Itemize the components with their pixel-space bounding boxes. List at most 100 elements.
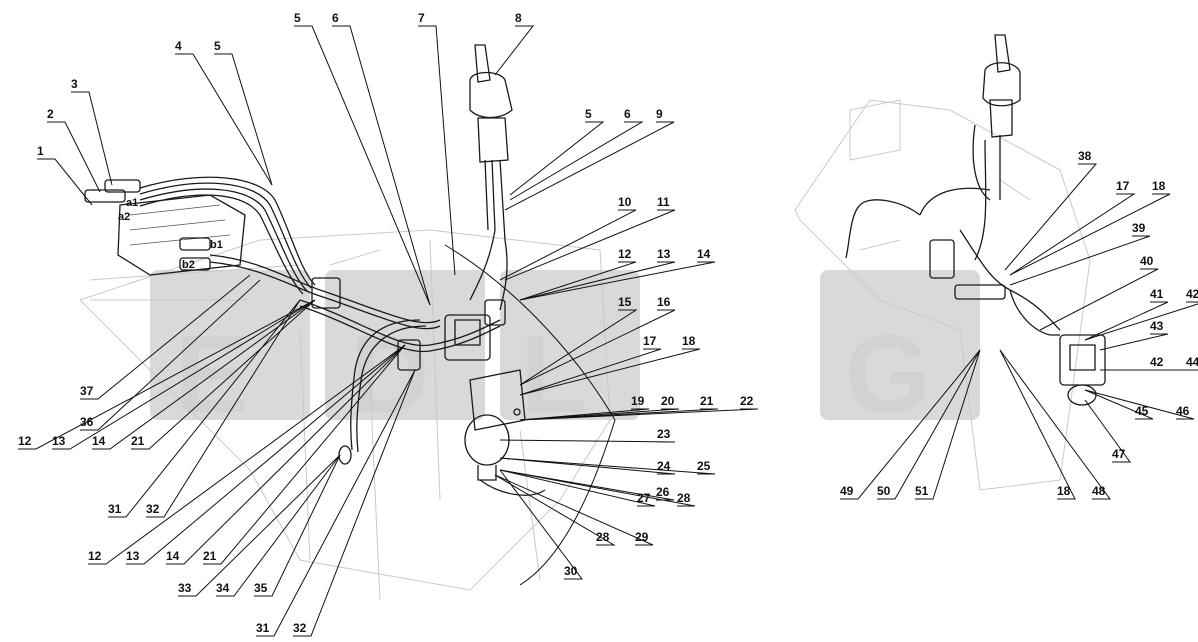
callout-leader xyxy=(499,439,676,443)
callout-number: 47 xyxy=(1112,447,1126,461)
callout-number: 12 xyxy=(18,434,32,448)
callout-number: 18 xyxy=(1152,179,1166,193)
port-label-b1: b1 xyxy=(210,239,223,251)
callout-leader xyxy=(519,261,716,301)
callout-leader xyxy=(915,349,981,500)
callout-leader xyxy=(214,53,273,186)
callout-number: 16 xyxy=(657,295,671,309)
callout-leader xyxy=(175,53,273,186)
callout-leader xyxy=(1084,301,1169,341)
callout-number: 9 xyxy=(656,107,663,121)
callout-number: 14 xyxy=(166,549,180,563)
callout-number: 42 xyxy=(1150,355,1164,369)
callout-number: 33 xyxy=(178,581,192,595)
hose-bundle-lower xyxy=(209,254,501,353)
callout-leader xyxy=(108,299,301,518)
left-frame-outline xyxy=(79,229,611,601)
callout-number: 2 xyxy=(47,107,54,121)
callout-number: 46 xyxy=(1176,404,1190,418)
callout-leader xyxy=(80,279,261,431)
callout-number: 18 xyxy=(1057,484,1071,498)
callout-leader xyxy=(1084,301,1198,341)
callout-leader xyxy=(126,344,406,565)
callout-number: 29 xyxy=(635,530,649,544)
callout-leader xyxy=(1004,163,1098,271)
callout-number: 13 xyxy=(126,549,140,563)
callout-number: 8 xyxy=(515,11,522,25)
callout-leader xyxy=(999,349,1076,500)
callout-leader xyxy=(1099,333,1169,351)
callout-leader xyxy=(332,25,431,306)
callout-leader xyxy=(254,454,341,597)
callout-number: 21 xyxy=(203,549,217,563)
callout-number: 23 xyxy=(657,427,671,441)
callout-leader xyxy=(1084,399,1131,463)
callout-number: 50 xyxy=(877,484,891,498)
callout-number: 39 xyxy=(1132,221,1146,235)
callout-number: 17 xyxy=(643,334,657,348)
joystick-left xyxy=(469,44,513,311)
callout-number: 37 xyxy=(80,384,94,398)
callout-number: 10 xyxy=(618,195,632,209)
callout-number: 14 xyxy=(92,434,106,448)
hose-clamp-left xyxy=(311,277,421,371)
callout-leader xyxy=(519,348,701,396)
callout-number: 49 xyxy=(840,484,854,498)
callout-leader xyxy=(499,469,656,507)
callout-leader xyxy=(1009,193,1136,276)
callout-leader xyxy=(519,348,662,396)
callout-number: 41 xyxy=(1150,287,1164,301)
callout-number: 25 xyxy=(697,459,711,473)
callout-number: 12 xyxy=(618,247,632,261)
joystick-right xyxy=(919,34,1021,261)
callout-number: 28 xyxy=(596,530,610,544)
callout-number: 18 xyxy=(682,334,696,348)
callout-leader xyxy=(494,474,616,546)
hose-loop-front xyxy=(338,319,427,465)
callout-leader xyxy=(499,469,584,580)
callout-number: 38 xyxy=(1078,149,1092,163)
watermark-letter-g: G xyxy=(845,313,931,436)
callout-leader xyxy=(877,349,981,500)
callout-leader xyxy=(519,408,759,421)
callout-leader xyxy=(293,369,416,637)
callout-number: 13 xyxy=(52,434,66,448)
callout-number: 35 xyxy=(254,581,268,595)
callout-number: 11 xyxy=(657,195,670,209)
callout-leader xyxy=(519,408,650,421)
callout-number: 48 xyxy=(1092,484,1106,498)
callout-number: 15 xyxy=(618,295,632,309)
callout-number: 7 xyxy=(418,11,425,25)
callout-leader xyxy=(1009,193,1171,276)
callout-leader xyxy=(519,309,676,386)
callout-number: 5 xyxy=(214,39,221,53)
callout-leader xyxy=(80,274,251,400)
port-labels: a1 a2 b1 b2 xyxy=(118,197,223,271)
callout-number: 31 xyxy=(256,621,270,635)
callout-leader xyxy=(146,299,301,518)
callout-number: 36 xyxy=(80,415,94,429)
callout-number: 19 xyxy=(631,394,645,408)
callout-leader xyxy=(47,121,101,193)
callout-leader xyxy=(999,349,1111,500)
callout-leader xyxy=(519,261,637,301)
callout-number: 40 xyxy=(1140,254,1154,268)
callout-number: 5 xyxy=(585,107,592,121)
callout-leader xyxy=(499,457,716,475)
callout-number: 1 xyxy=(37,144,44,158)
detail-arc xyxy=(444,244,616,586)
callout-leader xyxy=(519,408,680,421)
callout-leader xyxy=(494,474,654,546)
callout-leader xyxy=(509,121,605,196)
callout-leader xyxy=(1009,235,1151,286)
callout-leader xyxy=(88,344,406,565)
callout-leader xyxy=(71,91,113,186)
watermark: E D L G xyxy=(150,270,980,436)
callout-leader xyxy=(256,369,416,637)
callout-number: 6 xyxy=(332,11,339,25)
callout-leader xyxy=(519,408,719,421)
callout-number: 17 xyxy=(1116,179,1130,193)
callout-number: 43 xyxy=(1150,319,1164,333)
